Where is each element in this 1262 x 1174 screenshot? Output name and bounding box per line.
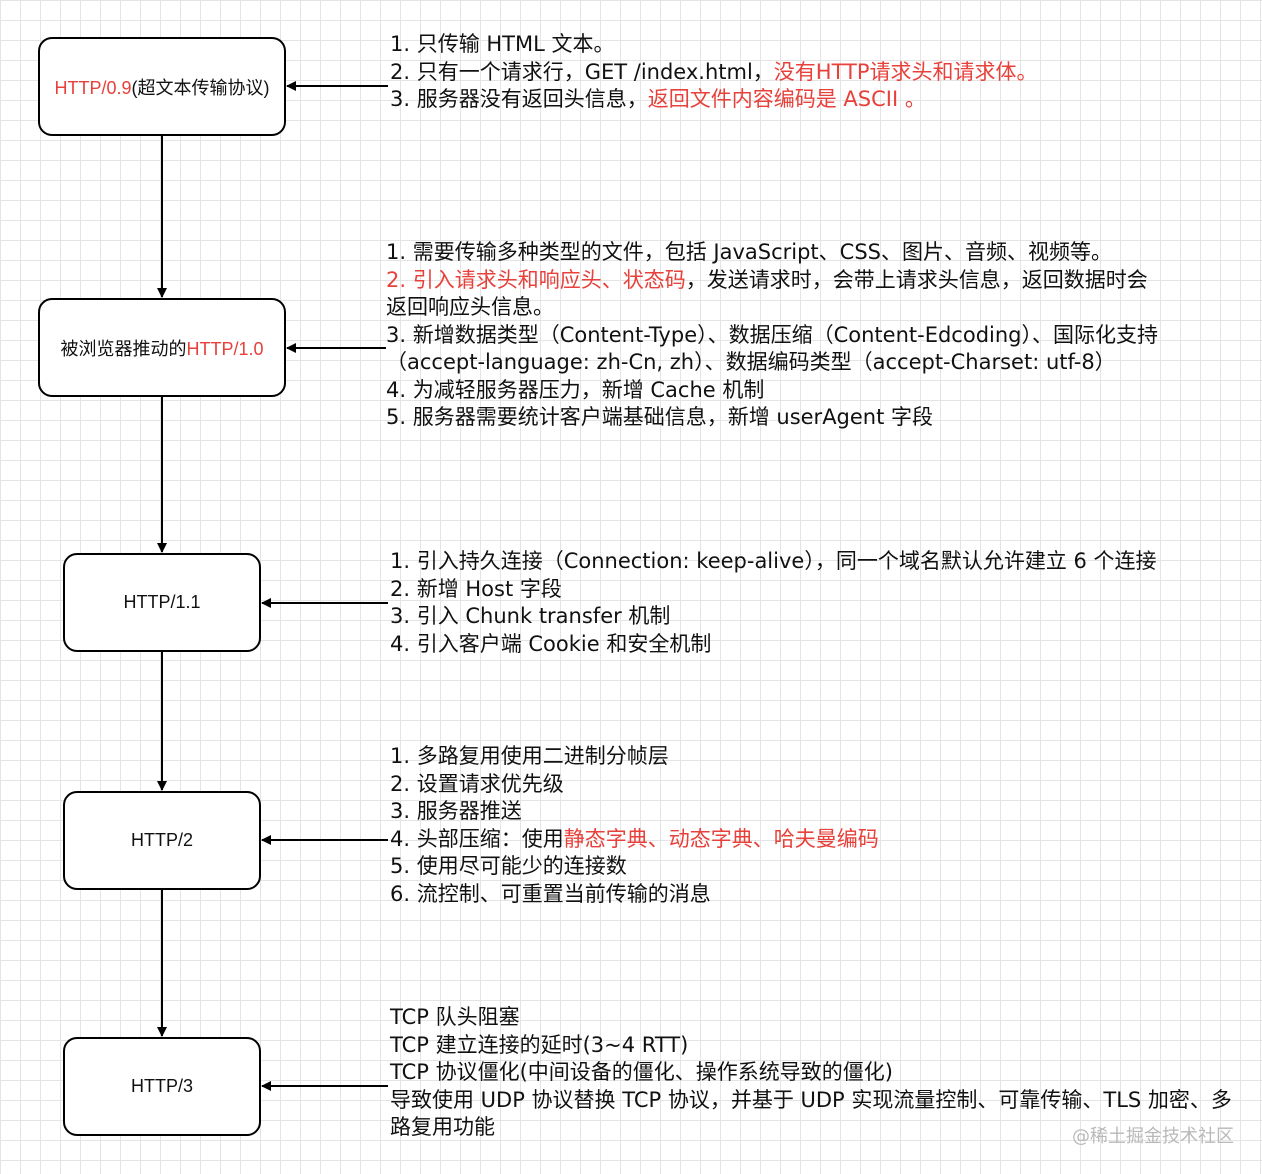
note-line: 2. 新增 Host 字段 bbox=[390, 576, 1157, 604]
text-span: ，发送请求时，会带上请求头信息，返回数据时会 bbox=[685, 267, 1148, 292]
note-http-1-1-features: 1. 引入持久连接（Connection: keep-alive），同一个域名默… bbox=[390, 548, 1157, 658]
node-http-1-1: HTTP/1.1 bbox=[63, 553, 261, 652]
node-http-2: HTTP/2 bbox=[63, 791, 261, 890]
note-line: TCP 建立连接的延时(3~4 RTT) bbox=[390, 1032, 1245, 1060]
note-http-2-features: 1. 多路复用使用二进制分帧层 2. 设置请求优先级 3. 服务器推送 4. 头部压缩… bbox=[390, 743, 879, 908]
note-line: 3. 引入 Chunk transfer 机制 bbox=[390, 603, 1157, 631]
note-line: 2. 引入请求头和响应头、状态码，发送请求时，会带上请求头信息，返回数据时会 bbox=[386, 267, 1158, 295]
note-line: 4. 引入客户端 Cookie 和安全机制 bbox=[390, 631, 1157, 659]
watermark: @稀土掘金技术社区 bbox=[1072, 1126, 1234, 1147]
node-label: HTTP/3 bbox=[131, 1076, 193, 1097]
text-span: 1. 引入持久连接（Connection: keep-alive），同一个域名默… bbox=[390, 549, 1157, 573]
node-http-3: HTTP/3 bbox=[63, 1037, 261, 1136]
note-line: 3. 新增数据类型（Content-Type）、数据压缩（Content-Edc… bbox=[386, 322, 1158, 350]
text-span: HTTP/0.9 bbox=[54, 77, 132, 98]
note-line: 3. 服务器推送 bbox=[390, 798, 879, 826]
note-line: 1. 需要传输多种类型的文件，包括 JavaScript、CSS、图片、音频、视… bbox=[386, 239, 1158, 267]
note-line: 2. 只有一个请求行，GET /index.html，没有HTTP请求头和请求体… bbox=[390, 59, 1038, 87]
text-span: 6. 流控制、可重置当前传输的消息 bbox=[390, 881, 711, 906]
note-line: TCP 协议僵化(中间设备的僵化、操作系统导致的僵化) bbox=[390, 1059, 1245, 1087]
note-http-3-problems: TCP 队头阻塞 TCP 建立连接的延时(3~4 RTT) TCP 协议僵化(中间设… bbox=[390, 1004, 1245, 1142]
text-span: 返回响应头信息。 bbox=[386, 295, 554, 319]
text-span: 2. 只有一个请求行，GET /index.html， bbox=[390, 59, 774, 84]
note-line: 1. 引入持久连接（Connection: keep-alive），同一个域名默… bbox=[390, 548, 1157, 576]
note-line: 2. 设置请求优先级 bbox=[390, 771, 879, 799]
note-line: 4. 为减轻服务器压力，新增 Cache 机制 bbox=[386, 377, 1158, 405]
text-span: 3. 新增数据类型（Content-Type）、数据压缩（Content-Edc… bbox=[386, 322, 1159, 347]
note-line: 5. 使用尽可能少的连接数 bbox=[390, 853, 879, 881]
note-line: 1. 多路复用使用二进制分帧层 bbox=[390, 743, 879, 771]
text-span: 没有HTTP请求头和请求体。 bbox=[773, 59, 1038, 84]
text-span: 4. 引入客户端 Cookie 和安全机制 bbox=[390, 631, 712, 656]
text-span: 1. 多路复用使用二进制分帧层 bbox=[390, 744, 669, 768]
text-span: 3. 引入 Chunk transfer 机制 bbox=[390, 604, 671, 628]
text-span: 1. 需要传输多种类型的文件，包括 JavaScript、CSS、图片、音频、视… bbox=[386, 240, 1112, 264]
text-span: 5. 使用尽可能少的连接数 bbox=[390, 854, 627, 878]
text-span: 返回文件内容编码是 ASCII 。 bbox=[647, 87, 926, 111]
note-line: （accept-language: zh-Cn, zh）、数据编码类型（acce… bbox=[386, 349, 1158, 377]
note-line: 1. 只传输 HTML 文本。 bbox=[390, 31, 1038, 59]
text-span: 被浏览器推动的 bbox=[60, 338, 187, 359]
node-http-0-9: HTTP/0.9(超文本传输协议) bbox=[38, 37, 286, 136]
node-label: HTTP/1.1 bbox=[123, 592, 200, 613]
text-span: 静态字典、动态字典、哈夫曼编码 bbox=[563, 826, 879, 851]
text-span: 3. 服务器没有返回头信息， bbox=[390, 87, 648, 111]
text-span: HTTP/3 bbox=[130, 1076, 193, 1096]
note-line: 返回响应头信息。 bbox=[386, 294, 1158, 322]
text-span: HTTP/1.1 bbox=[123, 592, 201, 612]
text-span: 导致使用 UDP 协议替换 TCP 协议，并基于 UDP 实现流量控制、可靠传输… bbox=[390, 1087, 1232, 1140]
note-line: TCP 队头阻塞 bbox=[390, 1004, 1245, 1032]
note-line: 导致使用 UDP 协议替换 TCP 协议，并基于 UDP 实现流量控制、可靠传输… bbox=[390, 1087, 1245, 1142]
node-label: 被浏览器推动的HTTP/1.0 bbox=[60, 335, 263, 361]
text-span: 2. 设置请求优先级 bbox=[390, 771, 564, 796]
note-line: 6. 流控制、可重置当前传输的消息 bbox=[390, 881, 879, 909]
note-line: 3. 服务器没有返回头信息，返回文件内容编码是 ASCII 。 bbox=[390, 86, 1038, 114]
text-span: 3. 服务器推送 bbox=[390, 799, 522, 823]
text-span: 2. 新增 Host 字段 bbox=[390, 576, 562, 601]
text-span: HTTP/2 bbox=[130, 830, 193, 850]
node-http-1-0: 被浏览器推动的HTTP/1.0 bbox=[38, 298, 286, 397]
note-http-1-0-features: 1. 需要传输多种类型的文件，包括 JavaScript、CSS、图片、音频、视… bbox=[386, 239, 1158, 432]
text-span: 4. 为减轻服务器压力，新增 Cache 机制 bbox=[386, 377, 765, 402]
note-http-0-9-features: 1. 只传输 HTML 文本。 2. 只有一个请求行，GET /index.htm… bbox=[390, 31, 1038, 114]
text-span: （accept-language: zh-Cn, zh）、数据编码类型（acce… bbox=[386, 350, 1116, 374]
text-span: 2. 引入请求头和响应头、状态码 bbox=[386, 267, 686, 292]
note-line: 4. 头部压缩：使用静态字典、动态字典、哈夫曼编码 bbox=[390, 826, 879, 854]
node-label: HTTP/2 bbox=[131, 830, 193, 851]
text-span: 5. 服务器需要统计客户端基础信息，新增 userAgent 字段 bbox=[386, 405, 934, 429]
text-span: TCP 建立连接的延时(3~4 RTT) bbox=[390, 1032, 689, 1057]
text-span: 4. 头部压缩：使用 bbox=[390, 826, 564, 851]
node-label: HTTP/0.9(超文本传输协议) bbox=[54, 74, 269, 100]
text-span: 1. 只传输 HTML 文本。 bbox=[390, 32, 615, 56]
note-line: 5. 服务器需要统计客户端基础信息，新增 userAgent 字段 bbox=[386, 404, 1158, 432]
text-span: TCP 协议僵化(中间设备的僵化、操作系统导致的僵化) bbox=[390, 1060, 893, 1084]
text-span: HTTP/1.0 bbox=[186, 338, 264, 359]
text-span: TCP 队头阻塞 bbox=[390, 1005, 520, 1029]
text-span: (超文本传输协议) bbox=[131, 77, 270, 98]
